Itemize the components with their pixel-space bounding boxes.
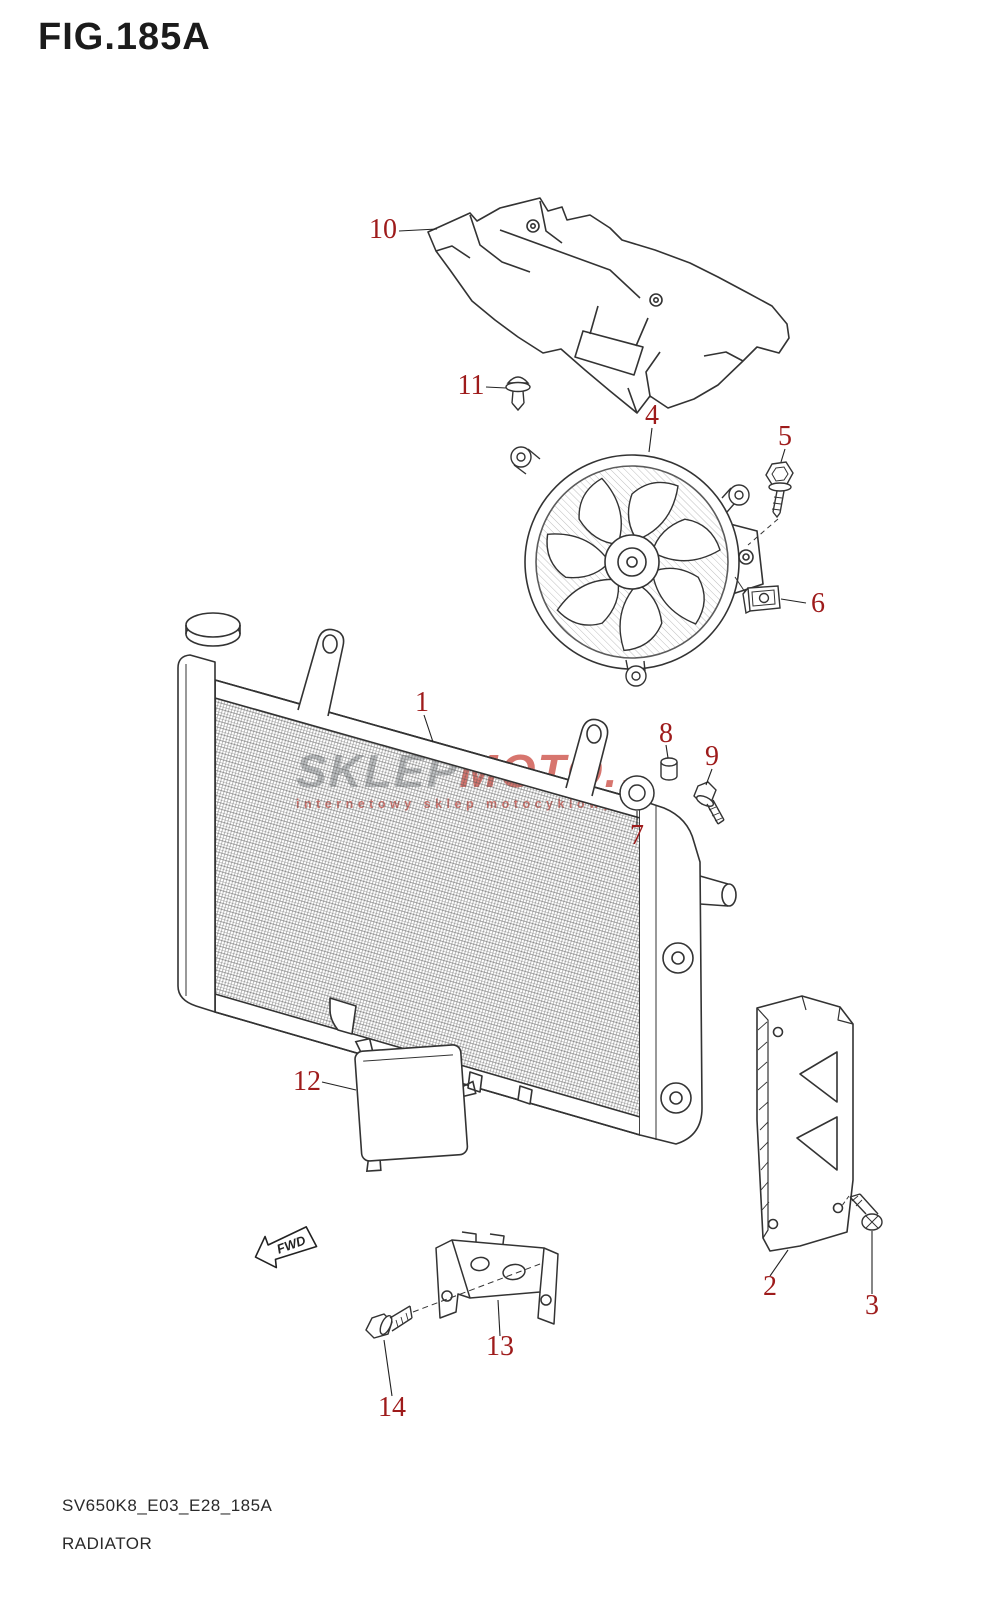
part-8-bushing <box>660 757 678 781</box>
part-9-bolt <box>693 781 725 825</box>
fan-blades <box>546 477 721 652</box>
part-5-bolt <box>765 461 794 519</box>
part-10-fan-shroud <box>427 197 790 414</box>
part-12-guard-plate <box>354 1037 477 1173</box>
fwd-arrow: FWD <box>254 1226 318 1269</box>
leader-lines <box>321 228 873 1397</box>
leader-2 <box>769 1249 789 1277</box>
radiator-filler-neck <box>699 875 729 907</box>
leader-4 <box>648 427 653 453</box>
leader-1 <box>423 714 434 743</box>
part-6-clip-nut <box>742 585 781 615</box>
bolt5-axis-line <box>747 518 779 546</box>
leader-8 <box>665 744 669 759</box>
fan-mount-ears <box>510 446 750 687</box>
leader-9 <box>705 768 713 786</box>
part-13-lower-bracket <box>435 1231 559 1325</box>
figure-title: FIG.185A <box>38 16 211 58</box>
figure-name: RADIATOR <box>62 1534 153 1553</box>
screw3-axis-line <box>840 1195 850 1208</box>
part-2-side-guard <box>756 995 854 1252</box>
leader-10 <box>398 228 438 232</box>
part-3-screw <box>849 1193 883 1231</box>
figure-code: SV650K8_E03_E28_185A <box>62 1496 273 1515</box>
part-14-bolt <box>365 1305 413 1339</box>
radiator-left-tank <box>177 654 216 1013</box>
leader-11 <box>485 386 507 389</box>
part-7-grommet <box>619 775 655 811</box>
leader-12 <box>321 1081 357 1091</box>
figure-footer: SV650K8_E03_E28_185A RADIATOR <box>62 1496 272 1554</box>
part-4-cooling-fan <box>510 446 764 687</box>
leader-6 <box>780 598 807 604</box>
part-11-push-clip <box>505 376 531 412</box>
radiator-bottom-tab <box>329 997 357 1035</box>
leader-13 <box>497 1299 501 1337</box>
leader-14 <box>383 1339 393 1397</box>
leader-5 <box>780 448 786 463</box>
bolt14-axis-line <box>412 1263 541 1313</box>
clipnut-axis-line <box>734 576 746 593</box>
